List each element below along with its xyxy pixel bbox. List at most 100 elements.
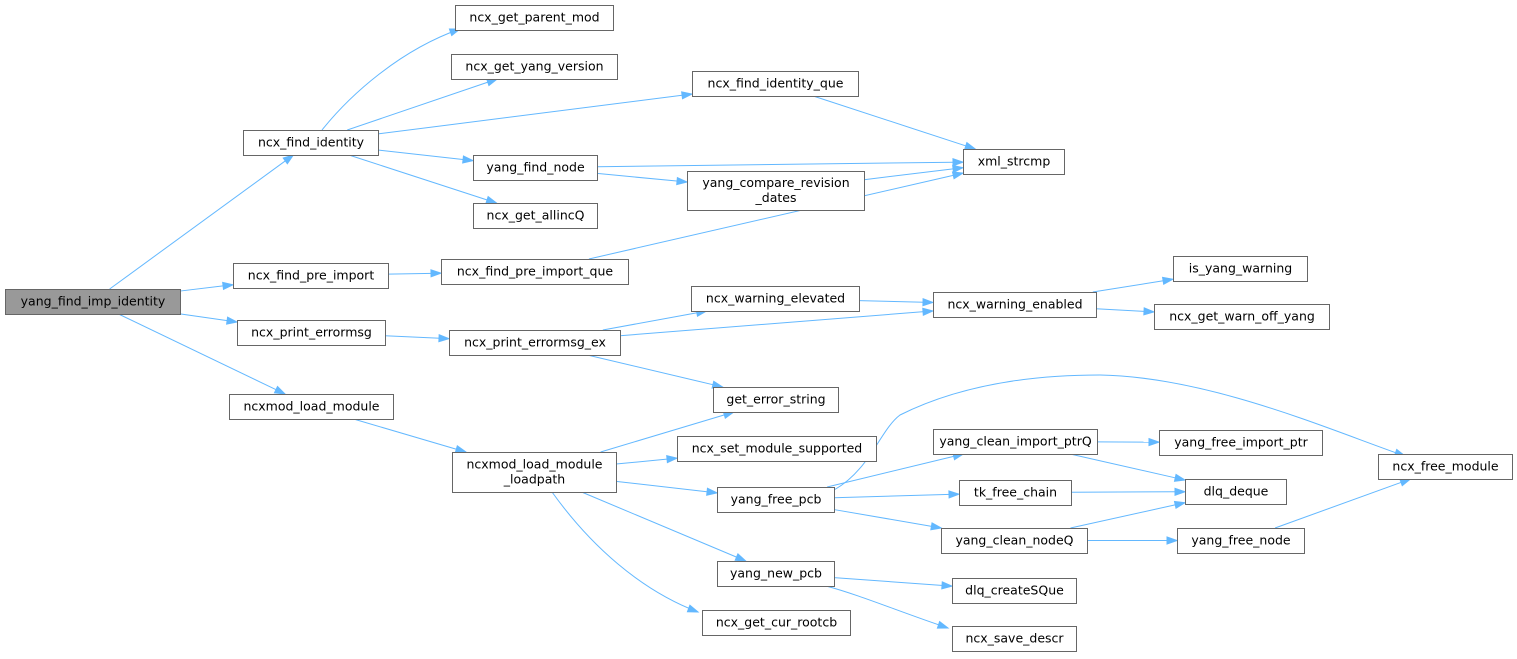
node-ncxmod-load-module[interactable]: ncxmod_load_module <box>229 394 394 420</box>
node-box <box>702 610 851 636</box>
node-yang-free-node[interactable]: yang_free_node <box>1177 528 1305 554</box>
nodes-layer: yang_find_imp_identityncx_find_identityn… <box>5 5 1513 652</box>
edge-yang_clean_import_ptrQ-to-yang_free_import_ptr <box>1096 437 1161 447</box>
edge-yang_find_imp_identity-to-ncxmod_load_module <box>118 313 287 395</box>
node-ncx-find-identity-que[interactable]: ncx_find_identity_que <box>692 71 859 97</box>
edge-ncxmod_load_module_loadpath-to-yang_free_pcb <box>615 480 719 496</box>
node-ncx-print-errormsg-ex[interactable]: ncx_print_errormsg_ex <box>449 330 621 356</box>
edge-yang_find_node-to-xml_strcmp <box>596 158 965 168</box>
node-label: dlq_createSQue <box>965 583 1064 598</box>
edge-yang_find_imp_identity-to-ncx_print_errormsg <box>179 313 239 325</box>
node-label: ncx_find_pre_import <box>248 268 375 283</box>
node-label: ncx_save_descr <box>965 631 1064 646</box>
edge-yang_find_imp_identity-to-ncx_find_pre_import <box>179 281 235 292</box>
node-label: ncx_get_warn_off_yang <box>1169 309 1315 324</box>
node-box <box>449 330 621 356</box>
node-box <box>441 259 629 285</box>
node-label: yang_find_node <box>486 160 585 175</box>
node-label: _dates <box>755 190 797 205</box>
edge-ncx_find_identity-to-yang_find_node <box>377 149 475 164</box>
edge-ncx_find_identity-to-ncx_find_identity_que <box>377 91 694 135</box>
node-box <box>933 429 1098 455</box>
node-label: ncx_print_errormsg <box>251 325 372 340</box>
node-ncx-find-pre-import-que[interactable]: ncx_find_pre_import_que <box>441 259 629 285</box>
edge-ncxmod_load_module_loadpath-to-ncx_get_cur_rootcb <box>551 491 700 613</box>
node-label: _loadpath <box>503 472 565 487</box>
node-ncx-get-parent-mod[interactable]: ncx_get_parent_mod <box>455 5 614 31</box>
node-box <box>473 155 598 181</box>
node-label: yang_compare_revision <box>702 175 849 190</box>
edge-yang_find_imp_identity-to-ncx_find_identity <box>109 154 295 290</box>
node-box <box>229 394 394 420</box>
node-label: ncx_get_allincQ <box>487 208 585 223</box>
edge-ncxmod_load_module_loadpath-to-yang_new_pcb <box>581 491 748 562</box>
node-box <box>451 54 618 80</box>
node-ncx-warning-enabled[interactable]: ncx_warning_enabled <box>933 292 1097 318</box>
node-label: ncx_free_module <box>1392 459 1498 474</box>
node-box <box>692 71 859 97</box>
node-label: ncx_get_cur_rootcb <box>716 615 837 630</box>
edge-ncx_print_errormsg_ex-to-ncx_warning_elevated <box>602 308 709 331</box>
edge-ncx_print_errormsg-to-ncx_print_errormsg_ex <box>384 334 451 343</box>
edge-ncx_find_pre_import_que-to-xml_strcmp <box>588 171 965 260</box>
node-label: ncx_set_module_supported <box>692 441 863 456</box>
node-ncx-warning-elevated[interactable]: ncx_warning_elevated <box>691 286 860 312</box>
edge-yang_clean_nodeQ-to-dlq_deque <box>1070 500 1187 529</box>
node-ncx-find-pre-import[interactable]: ncx_find_pre_import <box>233 263 389 289</box>
node-label: ncx_get_yang_version <box>465 59 603 74</box>
node-label: ncx_warning_enabled <box>947 297 1082 312</box>
node-label: yang_clean_import_ptrQ <box>939 434 1092 449</box>
node-ncx-set-module-supported[interactable]: ncx_set_module_supported <box>677 436 877 462</box>
edge-yang_new_pcb-to-ncx_save_descr <box>825 585 950 629</box>
edge-ncxmod_load_module_loadpath-to-ncx_set_module_supported <box>615 454 679 465</box>
node-yang-clean-nodeQ[interactable]: yang_clean_nodeQ <box>941 528 1088 554</box>
node-ncx-find-identity[interactable]: ncx_find_identity <box>243 130 379 156</box>
node-label: ncx_get_parent_mod <box>469 10 599 25</box>
node-ncx-get-yang-version[interactable]: ncx_get_yang_version <box>451 54 618 80</box>
node-box <box>237 320 386 346</box>
node-label: ncxmod_load_module <box>466 457 602 472</box>
node-yang-free-import-ptr[interactable]: yang_free_import_ptr <box>1159 430 1323 456</box>
node-tk-free-chain[interactable]: tk_free_chain <box>959 480 1072 506</box>
node-label: yang_free_pcb <box>731 492 822 507</box>
node-ncx-free-module[interactable]: ncx_free_module <box>1378 454 1513 480</box>
edge-ncx_find_identity_que-to-xml_strcmp <box>813 95 977 150</box>
node-box <box>1154 304 1330 330</box>
node-box <box>455 5 614 31</box>
node-ncx-save-descr[interactable]: ncx_save_descr <box>952 626 1077 652</box>
node-box <box>941 528 1088 554</box>
node-ncx-get-warn-off-yang[interactable]: ncx_get_warn_off_yang <box>1154 304 1330 330</box>
node-box <box>452 452 617 493</box>
node-xml-strcmp[interactable]: xml_strcmp <box>963 149 1065 175</box>
node-yang-free-pcb[interactable]: yang_free_pcb <box>717 487 835 513</box>
node-box <box>1185 479 1287 505</box>
edge-yang_free_pcb-to-tk_free_chain <box>833 490 961 499</box>
node-ncxmod-load-module-loadpath[interactable]: ncxmod_load_module_loadpath <box>452 452 617 493</box>
node-dlq-createSQue[interactable]: dlq_createSQue <box>952 578 1077 604</box>
node-ncx-get-allincQ[interactable]: ncx_get_allincQ <box>473 203 598 229</box>
node-box <box>952 626 1077 652</box>
edge-ncx_warning_elevated-to-ncx_warning_enabled <box>858 297 935 307</box>
node-label: is_yang_warning <box>1189 261 1292 276</box>
node-label: get_error_string <box>726 392 825 407</box>
edge-ncx_find_pre_import-to-ncx_find_pre_import_que <box>387 269 443 278</box>
node-yang-find-imp-identity[interactable]: yang_find_imp_identity <box>5 289 181 315</box>
node-dlq-deque[interactable]: dlq_deque <box>1185 479 1287 505</box>
node-is-yang-warning[interactable]: is_yang_warning <box>1173 256 1308 282</box>
edge-tk_free_chain-to-dlq_deque <box>1070 487 1187 496</box>
node-ncx-print-errormsg[interactable]: ncx_print_errormsg <box>237 320 386 346</box>
node-yang-compare-revision-dates[interactable]: yang_compare_revision_dates <box>687 171 865 211</box>
node-label: yang_clean_nodeQ <box>955 533 1073 548</box>
node-yang-find-node[interactable]: yang_find_node <box>473 155 598 181</box>
edge-ncxmod_load_module-to-ncxmod_load_module_loadpath <box>353 418 468 454</box>
node-label: yang_free_import_ptr <box>1174 435 1308 450</box>
node-label: ncx_find_identity <box>258 135 365 150</box>
node-box <box>1159 430 1323 456</box>
node-ncx-get-cur-rootcb[interactable]: ncx_get_cur_rootcb <box>702 610 851 636</box>
node-get-error-string[interactable]: get_error_string <box>713 387 839 413</box>
edge-yang_find_node-to-yang_compare_revision_dates <box>596 172 689 186</box>
node-yang-clean-import-ptrQ[interactable]: yang_clean_import_ptrQ <box>933 429 1098 455</box>
node-box <box>233 263 389 289</box>
node-box <box>717 487 835 513</box>
node-yang-new-pcb[interactable]: yang_new_pcb <box>717 561 835 587</box>
